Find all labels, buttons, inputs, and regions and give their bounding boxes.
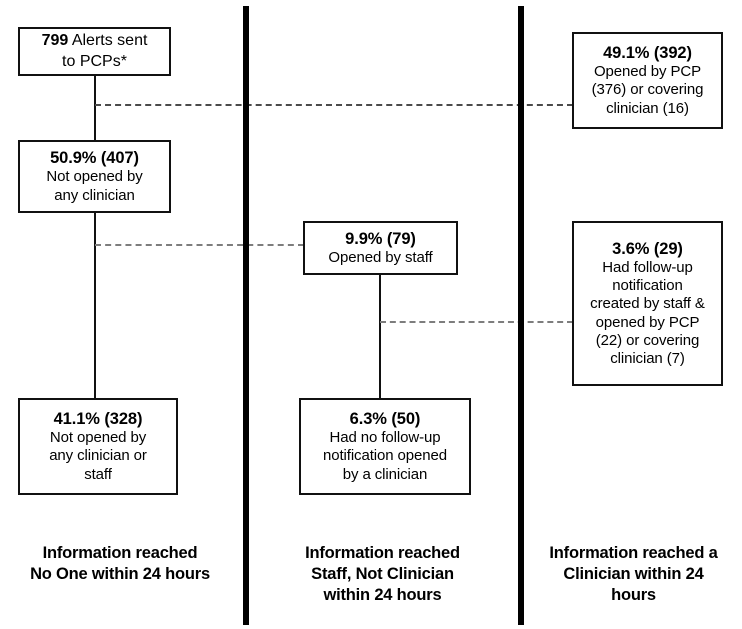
caption-line: Information reached — [42, 544, 198, 562]
node-not-opened-any-clinician-body: Not opened by any clinician — [46, 168, 142, 205]
node-no-followup-opened-header: 6.3% (50) — [349, 409, 421, 428]
caption-right-column: Information reached a Clinician within 2… — [525, 543, 742, 606]
connector-staff-to-no-followup — [379, 275, 381, 399]
node-line: Opened by PCP — [593, 63, 702, 81]
column-separator-left — [243, 6, 249, 625]
node-line: Had follow-up — [602, 258, 693, 276]
node-not-opened-any-clinician-header: 50.9% (407) — [50, 149, 139, 168]
node-line: clinician (7) — [610, 350, 685, 368]
column-separator-right — [518, 6, 524, 625]
node-line: Opened by staff — [328, 248, 433, 266]
node-line: clinician (16) — [606, 99, 689, 117]
caption-left-column: Information reached No One within 24 hou… — [0, 543, 240, 585]
node-total-alerts-line1-rest: Alerts sent — [68, 31, 148, 49]
connector-total-to-not-opened — [94, 75, 96, 141]
node-no-followup-opened-body: Had no follow-up notification opened by … — [323, 429, 447, 484]
node-line: notification — [612, 276, 683, 294]
node-opened-by-pcp: 49.1% (392) Opened by PCP (376) or cover… — [572, 32, 723, 129]
node-opened-by-staff-body: Opened by staff — [328, 249, 432, 267]
node-total-alerts-line1: 799 Alerts sent — [42, 31, 148, 52]
node-opened-by-pcp-body: Opened by PCP (376) or covering clinicia… — [592, 63, 704, 118]
node-total-alerts: 799 Alerts sent to PCPs* — [18, 27, 171, 76]
connector-total-to-opened-by-pcp — [95, 104, 573, 106]
node-line: Not opened by — [46, 168, 143, 186]
caption-line: Information reached a — [549, 544, 718, 562]
node-line: staff — [84, 465, 112, 483]
node-line: (376) or covering — [591, 81, 704, 99]
node-line: notification opened — [322, 447, 448, 465]
caption-line: No One within 24 hours — [30, 565, 210, 584]
caption-middle-column: Information reached Staff, Not Clinician… — [250, 543, 515, 606]
node-not-opened-any-clinician: 50.9% (407) Not opened by any clinician — [18, 140, 171, 213]
connector-not-opened-to-bottom-left — [94, 212, 96, 399]
node-opened-by-pcp-header: 49.1% (392) — [603, 43, 692, 62]
node-line: (22) or covering — [595, 331, 700, 349]
node-line: created by staff & — [590, 295, 705, 313]
node-line: opened by PCP — [595, 313, 700, 331]
caption-line: hours — [611, 586, 656, 605]
node-line: Had no follow-up — [329, 429, 441, 447]
node-opened-by-staff-header: 9.9% (79) — [345, 229, 416, 248]
node-not-opened-any-clinician-or-staff-header: 41.1% (328) — [53, 409, 143, 428]
node-followup-created-and-opened-body: Had follow-up notification created by st… — [590, 259, 705, 369]
node-total-alerts-count: 799 — [41, 31, 69, 49]
node-line: Not opened by — [49, 429, 147, 447]
node-line: any clinician or — [49, 447, 147, 465]
node-no-followup-opened: 6.3% (50) Had no follow-up notification … — [299, 398, 471, 495]
caption-line: Information reached — [305, 544, 460, 562]
node-not-opened-any-clinician-or-staff-body: Not opened by any clinician or staff — [49, 429, 147, 484]
caption-line: within 24 hours — [323, 586, 442, 605]
node-followup-created-and-opened-header: 3.6% (29) — [612, 239, 683, 258]
node-line: any clinician — [54, 186, 135, 204]
connector-staff-to-followup-opened — [380, 321, 573, 323]
node-opened-by-staff: 9.9% (79) Opened by staff — [303, 221, 458, 275]
node-not-opened-any-clinician-or-staff: 41.1% (328) Not opened by any clinician … — [18, 398, 178, 495]
caption-line: Staff, Not Clinician — [311, 565, 454, 584]
node-total-alerts-line2: to PCPs* — [62, 52, 127, 70]
node-line: by a clinician — [342, 465, 428, 483]
connector-not-opened-to-opened-by-staff — [95, 244, 304, 246]
node-followup-created-and-opened: 3.6% (29) Had follow-up notification cre… — [572, 221, 723, 386]
caption-line: Clinician within 24 — [563, 565, 704, 584]
